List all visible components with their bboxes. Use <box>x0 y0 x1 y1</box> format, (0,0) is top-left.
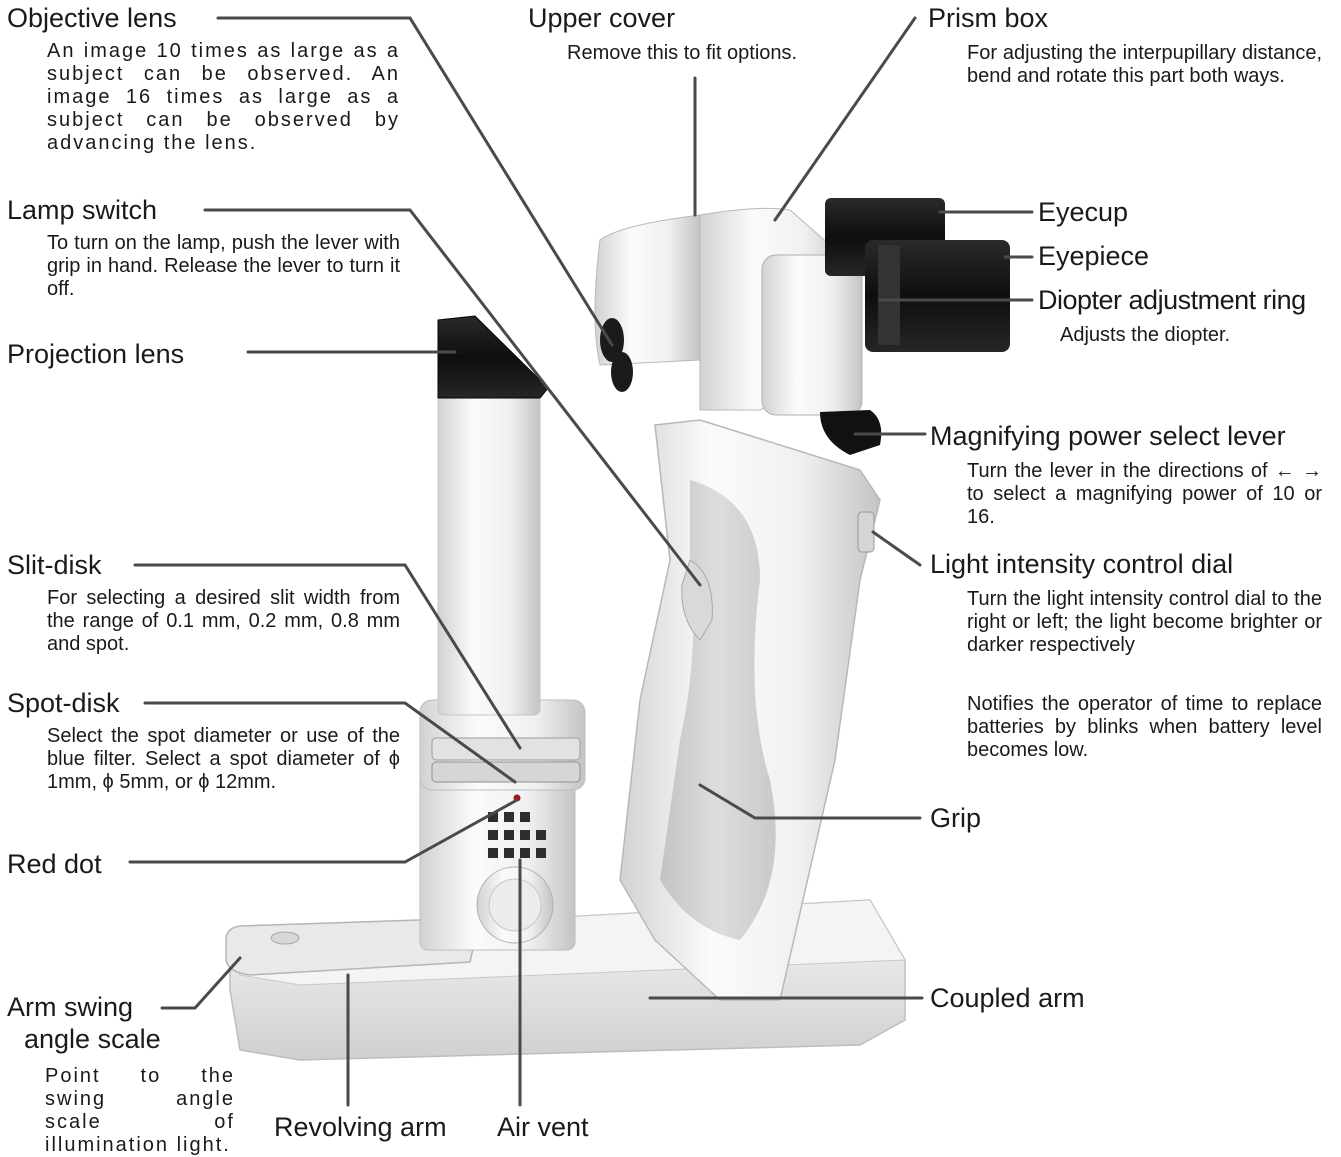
leader-arm-swing <box>160 956 242 1010</box>
illumination-knob <box>476 866 554 944</box>
diopter-ring-label: Diopter adjustment ring <box>1038 285 1306 315</box>
light-dial-description: Turn the light intensity control dial to… <box>967 588 1322 656</box>
leader-spot-disk <box>143 701 517 784</box>
red-dot-label: Red dot <box>7 849 102 879</box>
revolving-arm-label: Revolving arm <box>274 1112 447 1142</box>
leader-objective-lens <box>216 16 614 347</box>
objective-lens-label: Objective lens <box>7 3 177 33</box>
upper-cover-label: Upper cover <box>528 3 676 33</box>
light-dial-label: Light intensity control dial <box>930 549 1234 579</box>
leader-light-dial <box>871 530 922 567</box>
coupled-arm-label: Coupled arm <box>930 983 1085 1013</box>
leader-lamp-switch <box>203 208 702 587</box>
lamp-switch-description: To turn on the lamp, push the lever with… <box>47 232 400 300</box>
grip-label: Grip <box>930 803 982 833</box>
prism-box-label: Prism box <box>928 3 1049 33</box>
objective-lens-description: An image 10 times as large as a subject … <box>47 40 400 154</box>
leader-red-dot <box>128 798 519 864</box>
arm-swing-label-line1: Arm swing <box>7 992 134 1022</box>
grip-shape <box>660 480 776 940</box>
leader-prism-box <box>773 16 917 222</box>
upper-cover-description: Remove this to fit options. <box>567 42 798 64</box>
slit-disk-description: For selecting a desired slit width from … <box>47 587 400 655</box>
spot-disk-label: Spot-disk <box>7 688 120 718</box>
magnifying-lever-label: Magnifying power select lever <box>930 421 1286 451</box>
prism-box-shape <box>761 254 863 416</box>
illumination-column <box>419 315 586 951</box>
air-vent-grille <box>488 812 546 858</box>
light-dial-description-2: Notifies the operator of time to replace… <box>967 693 1322 761</box>
diopter-ring-description: Adjusts the diopter. <box>1060 324 1231 346</box>
magnifying-lever-shape <box>820 410 882 455</box>
eyecup-label: Eyecup <box>1038 197 1129 227</box>
eyepiece-assembly <box>825 198 1010 352</box>
leader-lines <box>128 16 1034 1107</box>
slit-disk-ring <box>431 737 581 783</box>
leader-grip <box>698 783 922 820</box>
lamp-switch-lever <box>681 559 713 641</box>
air-vent-label: Air vent <box>497 1112 589 1142</box>
projection-lens-label: Projection lens <box>7 339 185 369</box>
lamp-switch-label: Lamp switch <box>7 195 158 225</box>
eyepiece-label: Eyepiece <box>1038 241 1150 271</box>
spot-disk-description: Select the spot diameter or use of the b… <box>47 725 400 793</box>
revolving-arm-shape <box>225 917 481 976</box>
arm-swing-description: Point to the swing angle scale of illumi… <box>45 1065 235 1156</box>
leader-slit-disk <box>133 563 522 750</box>
slit-disk-label: Slit-disk <box>7 550 102 580</box>
magnifying-lever-description: Turn the lever in the directions of ← → … <box>967 460 1322 528</box>
arm-swing-label-line2: angle scale <box>24 1024 161 1054</box>
objective-lens-pair <box>600 318 633 392</box>
prism-box-description: For adjusting the interpupillary distanc… <box>967 42 1322 87</box>
